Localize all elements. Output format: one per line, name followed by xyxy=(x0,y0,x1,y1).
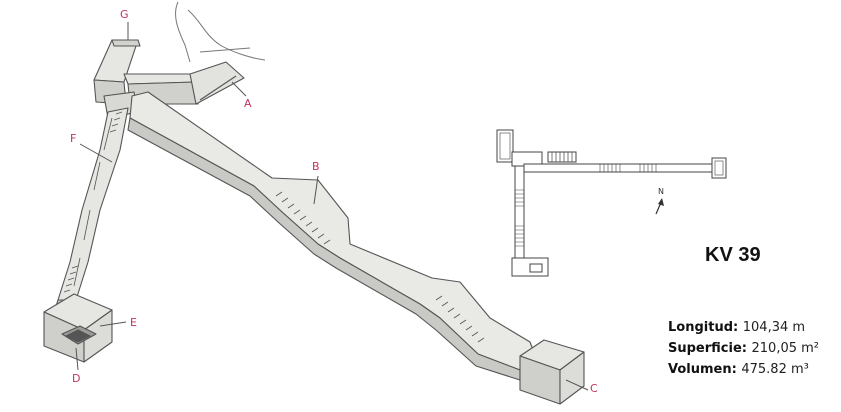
north-label: N xyxy=(658,187,664,196)
plan-corridor xyxy=(523,163,715,173)
stat-length: Longitud: 104,34 m xyxy=(668,320,806,335)
stat-volume: Volumen: 475.82 m³ xyxy=(668,362,809,377)
tomb-title: KV 39 xyxy=(705,244,761,266)
tomb-plan xyxy=(496,129,727,277)
tomb-isometric xyxy=(43,39,585,405)
label-g: G xyxy=(120,8,129,21)
label-e: E xyxy=(130,316,137,329)
label-f: F xyxy=(70,132,76,145)
stat-value: 475.82 m³ xyxy=(741,362,809,377)
stat-value: 210,05 m² xyxy=(751,341,820,356)
label-a: A xyxy=(244,97,252,110)
stat-value: 104,34 m xyxy=(742,320,806,335)
label-b: B xyxy=(312,160,320,173)
stat-key: Superficie xyxy=(668,341,742,356)
stats-panel: Longitud: 104,34 m Superficie: 210,05 m²… xyxy=(668,317,819,380)
plan-chamber-c xyxy=(711,157,727,179)
stairs-b xyxy=(275,191,485,343)
rock-outcrop xyxy=(175,1,266,63)
plan-chamber-g xyxy=(496,129,514,163)
stat-key: Volumen xyxy=(668,362,732,377)
corridor-f xyxy=(57,107,129,301)
corridor-b xyxy=(129,91,537,371)
stat-surface: Superficie: 210,05 m² xyxy=(668,341,820,356)
label-c: C xyxy=(590,382,598,395)
stat-key: Longitud xyxy=(668,320,734,335)
label-d: D xyxy=(72,372,80,385)
plan-stairs-a xyxy=(547,151,577,163)
north-arrow: N xyxy=(655,187,664,215)
